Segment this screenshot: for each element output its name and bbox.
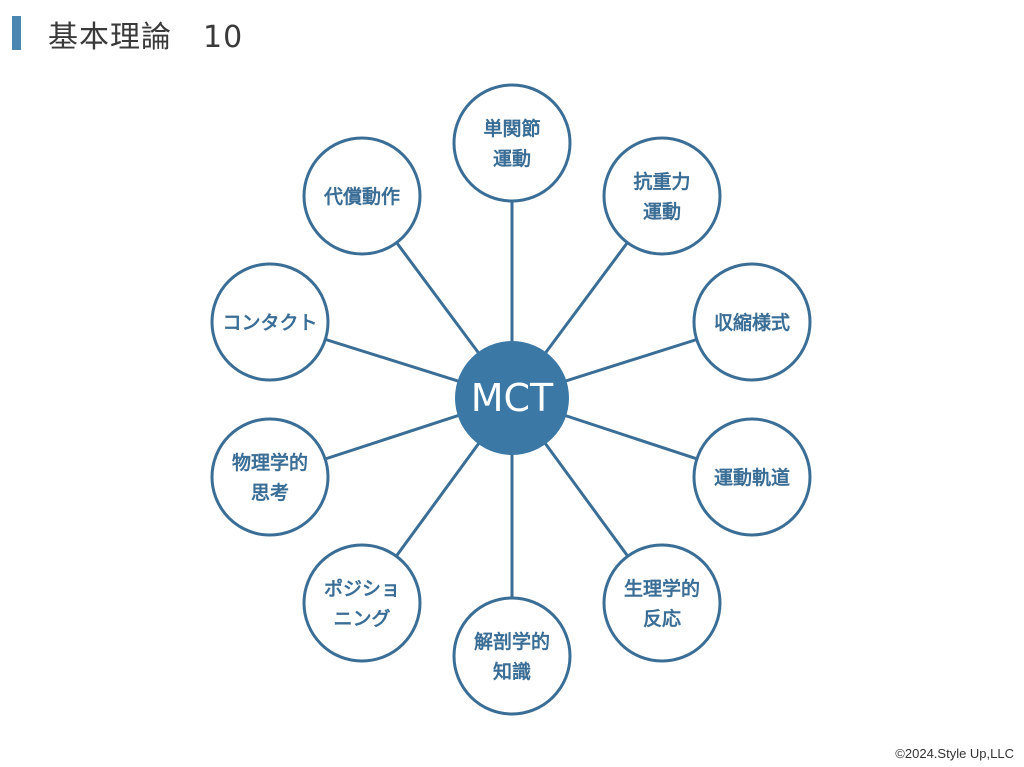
node-circle [210,262,330,382]
page-title: 基本理論 10 [48,20,244,55]
hub-circle [455,341,569,455]
node-label: 生理学的 [624,577,700,600]
node-circle [452,596,572,716]
node-movement-trajectory: 運動軌道 [692,417,812,537]
node-label: 物理学的 [232,451,308,474]
node-label: 思考 [251,482,289,504]
node-circle [302,543,422,663]
node-label: ニング [333,607,390,630]
node-label: ポジショ [324,577,400,600]
copyright-notice: ©2024.Style Up,LLC [895,746,1014,761]
node-circle [302,136,422,256]
node-label: 運動 [493,148,531,170]
node-label: 知識 [493,660,531,683]
node-circle [602,543,722,663]
node-label: コンタクト [222,312,317,334]
node-label: 運動軌道 [714,466,790,489]
node-label: 代償動作 [323,185,400,208]
node-contact: コンタクト [210,262,330,382]
node-label: 解剖学的 [474,630,550,653]
node-circle [692,262,812,382]
node-contraction-mode: 収縮様式 [692,262,812,382]
node-circle [602,136,722,256]
hub-label: MCT [471,376,554,420]
node-label: 抗重力 [633,170,690,193]
node-label: 運動 [643,201,681,223]
node-label: 反応 [643,607,681,630]
node-circle [692,417,812,537]
node-circle [210,417,330,537]
node-compensation: 代償動作 [302,136,422,256]
node-circle [452,83,572,203]
node-label: 単関節 [483,117,540,140]
node-label: 収縮様式 [714,311,790,334]
title-accent-bar [12,16,21,50]
